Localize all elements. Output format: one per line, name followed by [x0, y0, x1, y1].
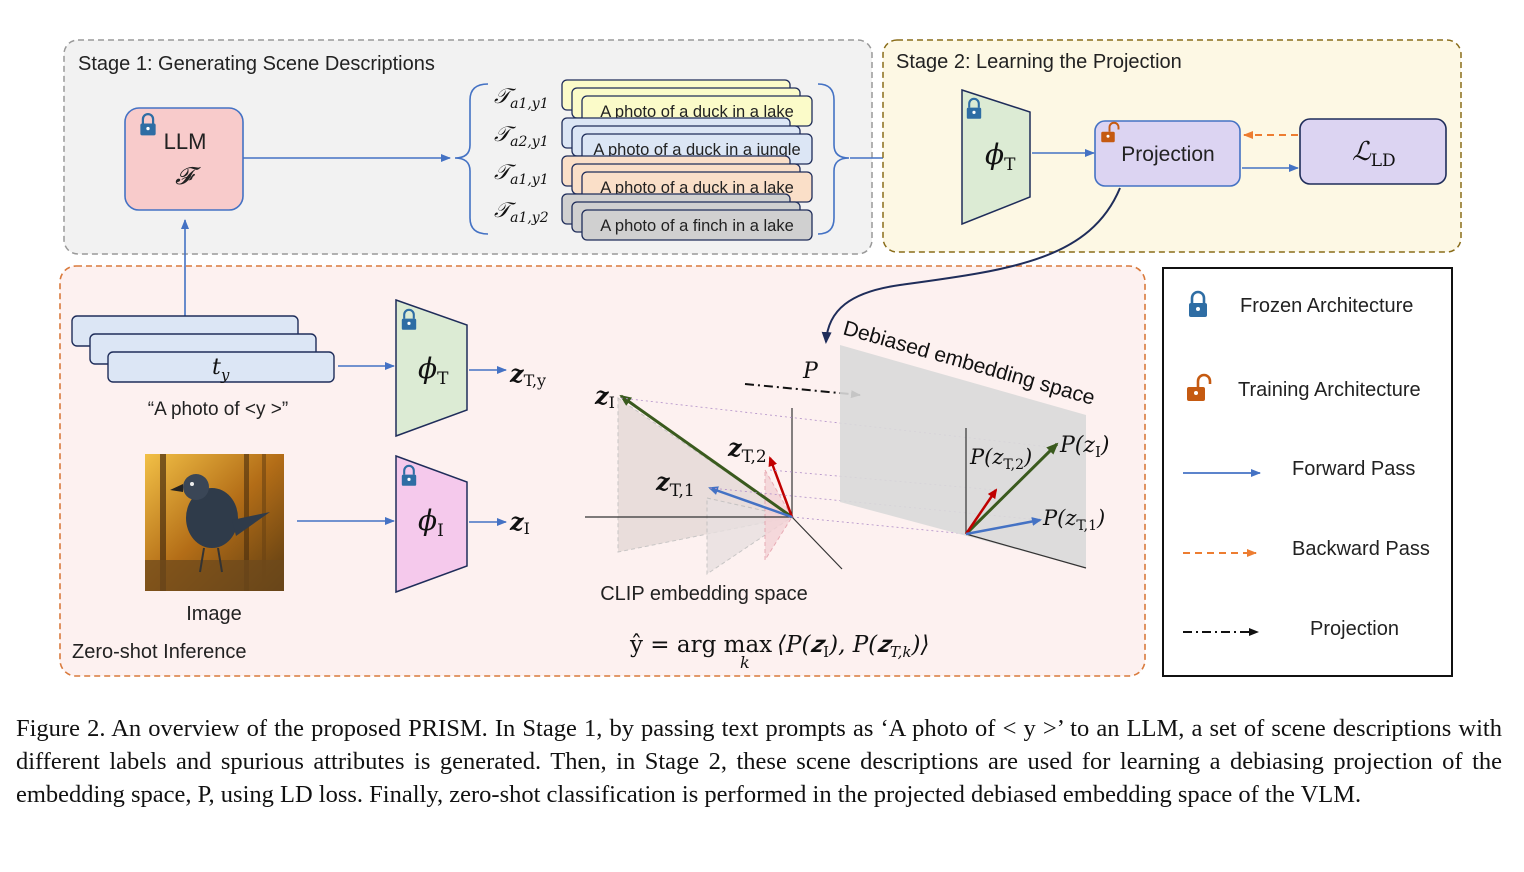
formula-under: k	[740, 653, 750, 672]
projection-label: Projection	[1121, 143, 1214, 166]
z-t-y-label: zT,y	[509, 359, 546, 390]
llm-box: LLM 𝓕	[124, 107, 244, 211]
ld-loss-label: ℒLD	[1352, 137, 1396, 171]
proj-z-t2-label: P(zT,2)	[969, 445, 1032, 473]
legend-projection-label: Projection	[1310, 618, 1399, 640]
phi-i-encoder: ϕI	[395, 454, 468, 594]
proj-z-t1-label: P(zT,1)	[1042, 506, 1105, 534]
vector-z-t1-label: zT,1	[655, 467, 695, 501]
legend-backward-label: Backward Pass	[1292, 538, 1430, 560]
legend: Frozen Architecture Training Architectur…	[1162, 267, 1453, 677]
prediction-formula: ŷ = arg max k ⟨P(𝒛I), P(𝒛T,k)⟩	[629, 632, 929, 672]
projection-p-label: P	[802, 359, 819, 384]
legend-frozen-label: Frozen Architecture	[1240, 295, 1413, 317]
stage2-panel: Stage 2: Learning the Projection ϕT Proj…	[882, 39, 1462, 253]
projection-box: Projection	[1094, 120, 1241, 187]
ld-loss-box: ℒLD	[1299, 118, 1447, 185]
scene-description-text: A photo of a finch in a lake	[600, 217, 794, 235]
scene-description-text: A photo of a duck in a lake	[600, 103, 794, 121]
legend-forward-label: Forward Pass	[1292, 458, 1415, 480]
proj-z-i-label: P(zI)	[1059, 433, 1110, 461]
phi-t-symbol: ϕT	[418, 352, 449, 389]
right-brace	[817, 83, 850, 235]
vector-z-t2-label: zT,2	[727, 433, 767, 467]
inference-panel: Zero-shot Inference ty “A photo of <y >”…	[59, 187, 1146, 677]
prism-overview-diagram: Stage 1: Generating Scene Descriptions L…	[59, 39, 1462, 677]
figure-caption: Figure 2. An overview of the proposed PR…	[16, 715, 1502, 808]
input-image	[145, 454, 284, 591]
llm-label: LLM	[164, 129, 207, 154]
clip-space-label: CLIP embedding space	[600, 583, 808, 605]
z-i-label: zI	[509, 507, 530, 538]
vector-z-i-label: zI	[594, 381, 615, 412]
left-brace	[454, 83, 489, 235]
scene-description-text: A photo of a duck in a jungle	[593, 141, 800, 159]
prompt-template-label: “A photo of <y >”	[148, 399, 288, 420]
projection-to-debiased-curve	[821, 187, 1121, 344]
stage2-title: Stage 2: Learning the Projection	[896, 51, 1182, 73]
legend-training-label: Training Architecture	[1238, 379, 1421, 401]
phi-t-symbol: ϕT	[985, 138, 1016, 175]
clip-embedding-space	[585, 394, 1059, 575]
formula-rhs: ⟨P(𝒛I), P(𝒛T,k)⟩	[777, 632, 929, 661]
scene-description-text: A photo of a duck in a lake	[600, 179, 794, 197]
text-prompt-stack: ty	[71, 315, 335, 384]
inference-title: Zero-shot Inference	[72, 641, 247, 663]
formula-lhs: ŷ = arg max	[629, 632, 772, 658]
stage1-panel: Stage 1: Generating Scene Descriptions L…	[63, 39, 959, 255]
phi-i-symbol: ϕI	[418, 504, 444, 541]
phi-t-encoder-stage2: ϕT	[961, 88, 1031, 226]
phi-t-encoder: ϕT	[395, 298, 468, 438]
t-y-label: ty	[212, 355, 230, 384]
debiased-embedding-space	[840, 345, 1087, 569]
image-label: Image	[186, 603, 242, 625]
stage1-title: Stage 1: Generating Scene Descriptions	[78, 53, 435, 75]
